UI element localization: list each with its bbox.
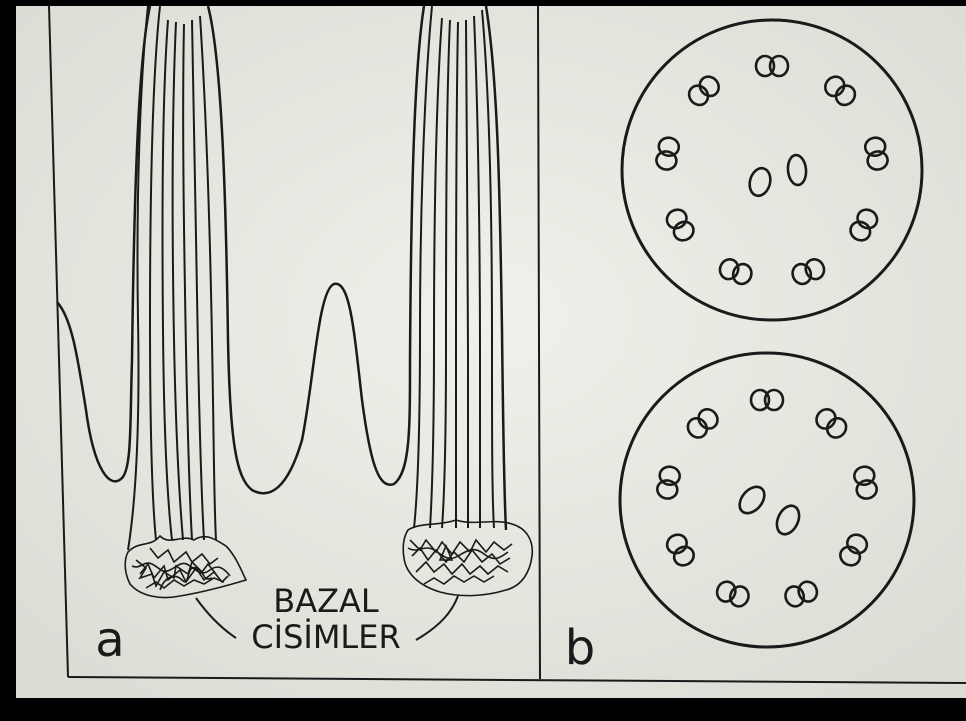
label-bazal: BAZAL bbox=[273, 582, 379, 620]
label-cisimler: CİSİMLER bbox=[251, 618, 400, 656]
panel-letter-b: b bbox=[565, 620, 595, 676]
panel-letter-a: a bbox=[95, 612, 124, 668]
